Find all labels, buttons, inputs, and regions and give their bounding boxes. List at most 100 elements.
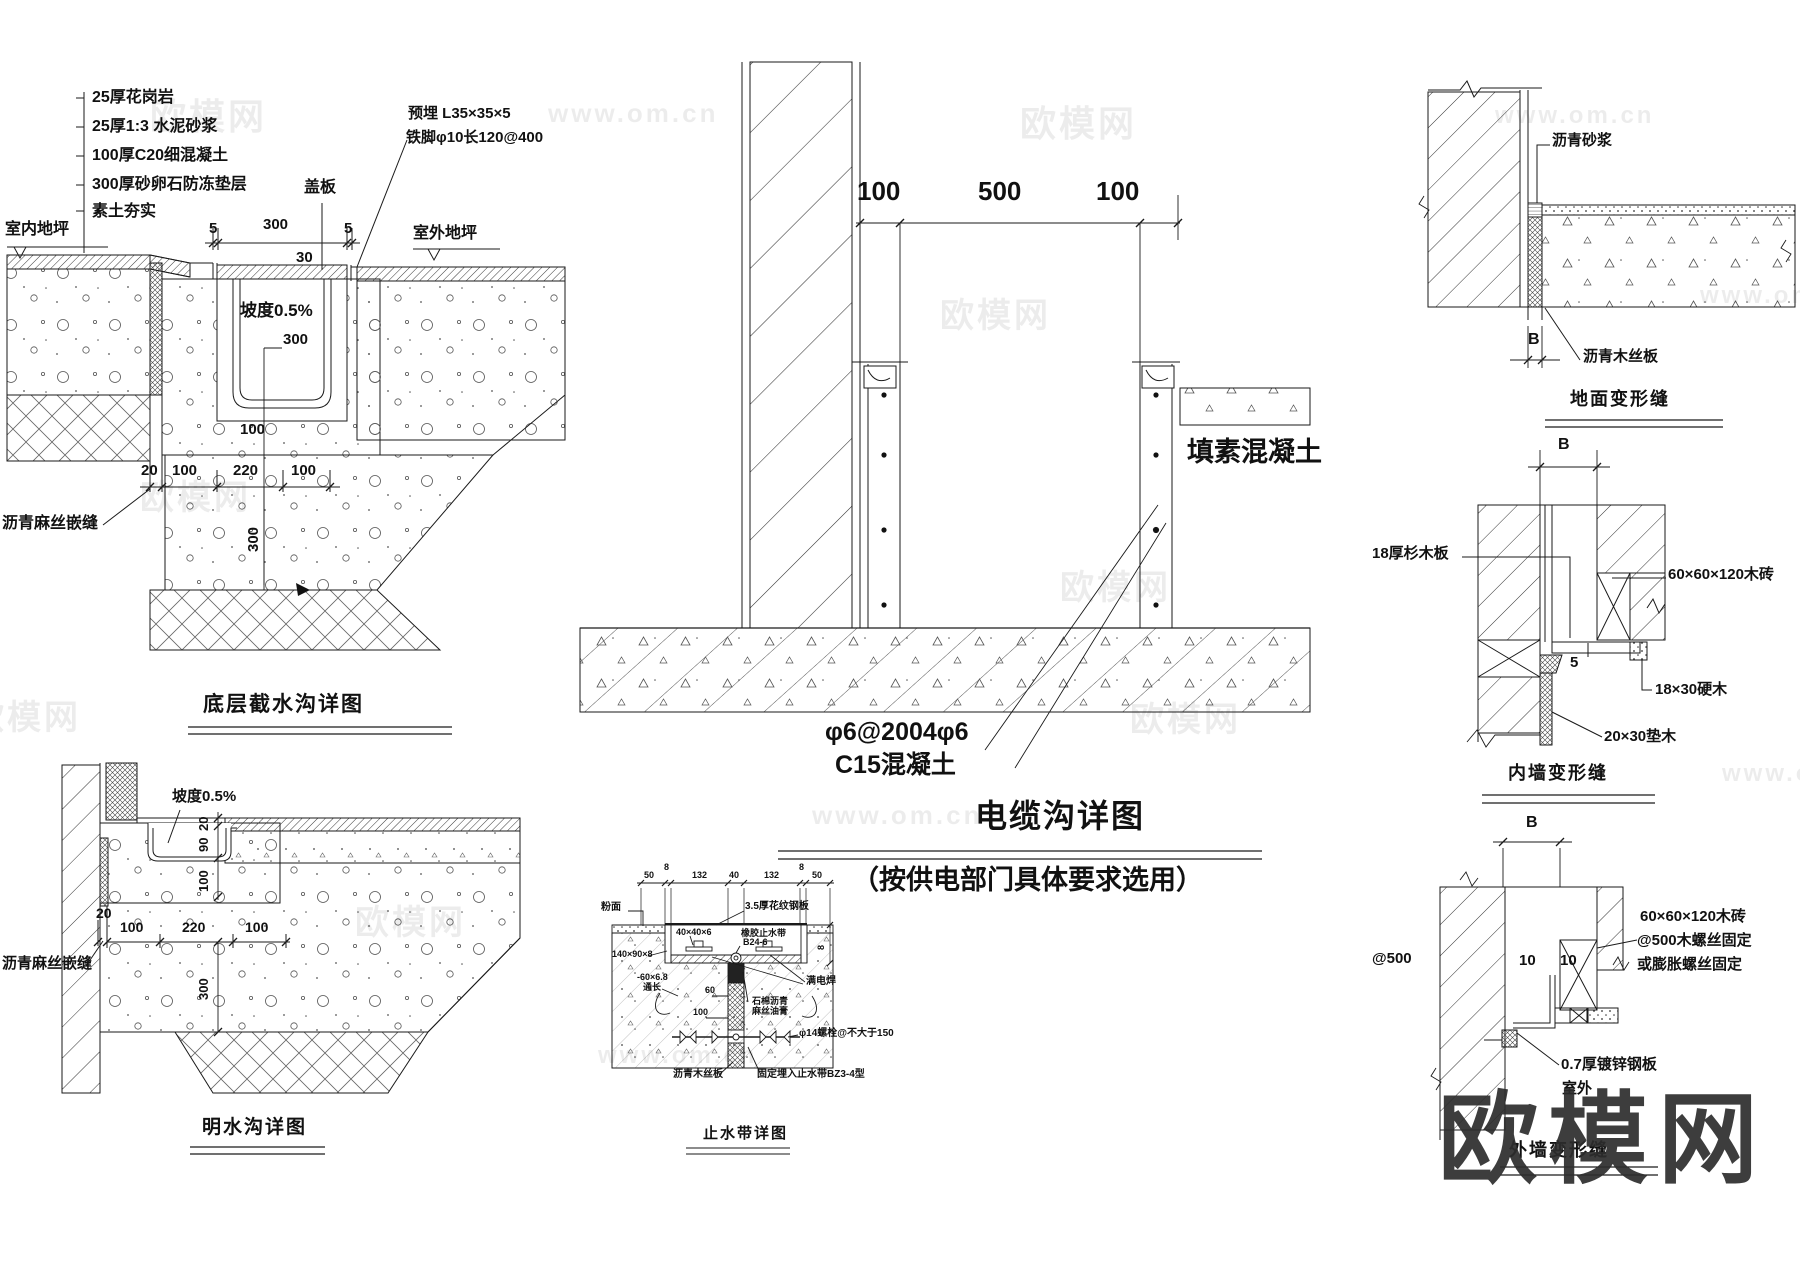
d4-angle-label: 40×40×6: [676, 927, 712, 937]
d4-filler-label-1: 石棉沥青: [752, 996, 789, 1006]
d7-linework: [1430, 837, 1658, 1176]
d2-dim-100-v: 100: [196, 870, 211, 892]
d1-dim-300-v: 300: [245, 526, 262, 552]
d4-filler-label-2: 麻丝油膏: [752, 1006, 789, 1016]
d1-title: 底层截水沟详图: [203, 693, 364, 716]
d1-slope-label: 坡度0.5%: [240, 301, 313, 320]
d3-dim-100b: 100: [1096, 176, 1140, 206]
watermark-site: www.om.cn: [1700, 282, 1800, 309]
d7-dim-10b: 10: [1560, 952, 1577, 969]
d1-embed-label-1: 预埋 L35×35×5: [408, 105, 511, 122]
d6-title: 内墙变形缝: [1508, 763, 1608, 783]
d1-indoor-level-label: 室内地坪: [5, 221, 70, 238]
d3-subtitle: （按供电部门具体要求选用）: [852, 865, 1203, 895]
d1-dim-100a: 100: [172, 462, 198, 479]
d4-bar-label-1: -60×6.8: [637, 972, 668, 982]
d6-dim-b: B: [1558, 436, 1570, 453]
watermark-brand: 欧模网: [1020, 103, 1138, 144]
watermark-site: www.om.cn: [1722, 760, 1800, 787]
d4-dim-50b: 50: [812, 870, 823, 880]
d4-surface-label: 粉面: [601, 902, 621, 913]
watermark-brand: 欧模网: [150, 96, 268, 137]
d4-dim-50a: 50: [644, 870, 655, 880]
d4-bar-label-2: 通长: [643, 982, 662, 992]
d1-material-granite: 25厚花岗岩: [92, 89, 174, 106]
d5-title: 地面变形缝: [1570, 389, 1670, 409]
d4-plate2-label: 140×90×8: [612, 949, 653, 959]
watermark-brand: 欧模网: [1130, 701, 1241, 739]
watermark-brand: 欧模网: [0, 699, 81, 737]
d2-dim-90-v: 90: [196, 837, 211, 852]
d5-board-label: 沥青木丝板: [1583, 348, 1659, 365]
d2-dim-220: 220: [182, 919, 206, 935]
d4-dim-8b: 8: [799, 862, 805, 872]
d4-title: 止水带详图: [703, 1125, 789, 1142]
d4-linework: [611, 879, 834, 1155]
d6-linework: [1462, 450, 1666, 804]
watermark-site: www.om.cn: [598, 1042, 758, 1069]
d7-outdoor-label: 室外: [1562, 1080, 1593, 1097]
d2-slope-label: 坡度0.5%: [172, 788, 237, 805]
d1-dim-300: 300: [263, 216, 289, 233]
d4-dim-60: 60: [705, 985, 716, 995]
d5-dim-b: B: [1528, 331, 1540, 348]
d7-brick-label-2: @500木螺丝固定: [1637, 932, 1752, 949]
d3-title: 电缆沟详图: [975, 798, 1146, 834]
d2-joint-label: 沥青麻丝嵌缝: [2, 955, 93, 972]
d4-dim-8-right: 8: [816, 944, 826, 950]
d1-dim-5a: 5: [209, 220, 218, 237]
d6-hardwood-label: 18×30硬木: [1655, 681, 1728, 698]
d1-dim-5b: 5: [344, 220, 353, 237]
d7-brick-label-3: 或膨胀螺丝固定: [1637, 956, 1743, 973]
d7-at500-label: @500: [1372, 950, 1412, 967]
d2-title: 明水沟详图: [202, 1117, 308, 1138]
watermark-brand: 欧模网: [355, 904, 466, 942]
d1-linework: [6, 92, 566, 735]
watermark-site: www.om.cn: [548, 98, 719, 128]
watermark-brand-large: 欧模网: [1438, 1084, 1768, 1196]
watermark-brand: 欧模网: [1060, 569, 1171, 607]
watermark-brand: 欧模网: [940, 297, 1051, 335]
d4-bolt-label: φ14螺栓@不大于150: [799, 1028, 894, 1039]
d2-dim-20-v: 20: [196, 816, 211, 831]
d1-material-mortar: 25厚1:3 水泥砂浆: [92, 118, 218, 135]
d7-sheet-label: 0.7厚镀锌钢板: [1561, 1056, 1657, 1073]
d1-material-gravel: 300厚砂卵石防冻垫层: [92, 176, 247, 193]
d3-rebar-label: φ6@2004φ6: [825, 718, 969, 746]
d4-board-label: 沥青木丝板: [673, 1069, 723, 1080]
d3-dim-100a: 100: [857, 176, 901, 206]
d1-dim-220: 220: [233, 462, 259, 479]
d5-mortar-label: 沥青砂浆: [1552, 132, 1613, 149]
d2-linework: [61, 762, 521, 1155]
d7-title: 外墙变形缝: [1509, 1140, 1609, 1160]
d3-fill-label: 填素混凝土: [1187, 437, 1322, 467]
watermark-site: www.om.cn: [812, 800, 983, 830]
d1-dim-30: 30: [296, 249, 313, 266]
d1-dim-300-depth: 300: [283, 331, 309, 348]
d4-dim-100: 100: [693, 1007, 709, 1017]
d2-dim-100b: 100: [245, 919, 269, 935]
d4-dim-8a: 8: [664, 862, 670, 872]
d7-dim-10a: 10: [1519, 952, 1536, 969]
d1-outdoor-level-label: 室外地坪: [413, 225, 478, 242]
d3-dim-500: 500: [978, 176, 1022, 206]
d7-dim-b: B: [1526, 814, 1538, 831]
watermark-brand: 欧模网: [140, 479, 251, 517]
d6-dim-5: 5: [1570, 654, 1579, 671]
d1-material-soil: 素土夯实: [92, 203, 157, 220]
d4-anchor-label: 固定埋入止水带BZ3-4型: [757, 1069, 865, 1080]
d4-dim-132b: 132: [764, 870, 780, 880]
d3-linework: [579, 61, 1311, 860]
d1-dim-100b: 100: [291, 462, 317, 479]
d1-cover-label: 盖板: [304, 179, 337, 196]
d1-material-concrete: 100厚C20细混凝土: [92, 147, 229, 164]
d6-pad-label: 20×30垫木: [1604, 728, 1677, 745]
d1-embed-label-2: 铁脚φ10长120@400: [406, 129, 544, 146]
watermark-site: www.om.cn: [1495, 102, 1655, 129]
d2-dim-300-v: 300: [196, 978, 211, 1000]
d4-dim-132a: 132: [692, 870, 708, 880]
d3-concrete-label: C15混凝土: [835, 751, 956, 779]
d2-dim-100a: 100: [120, 919, 144, 935]
